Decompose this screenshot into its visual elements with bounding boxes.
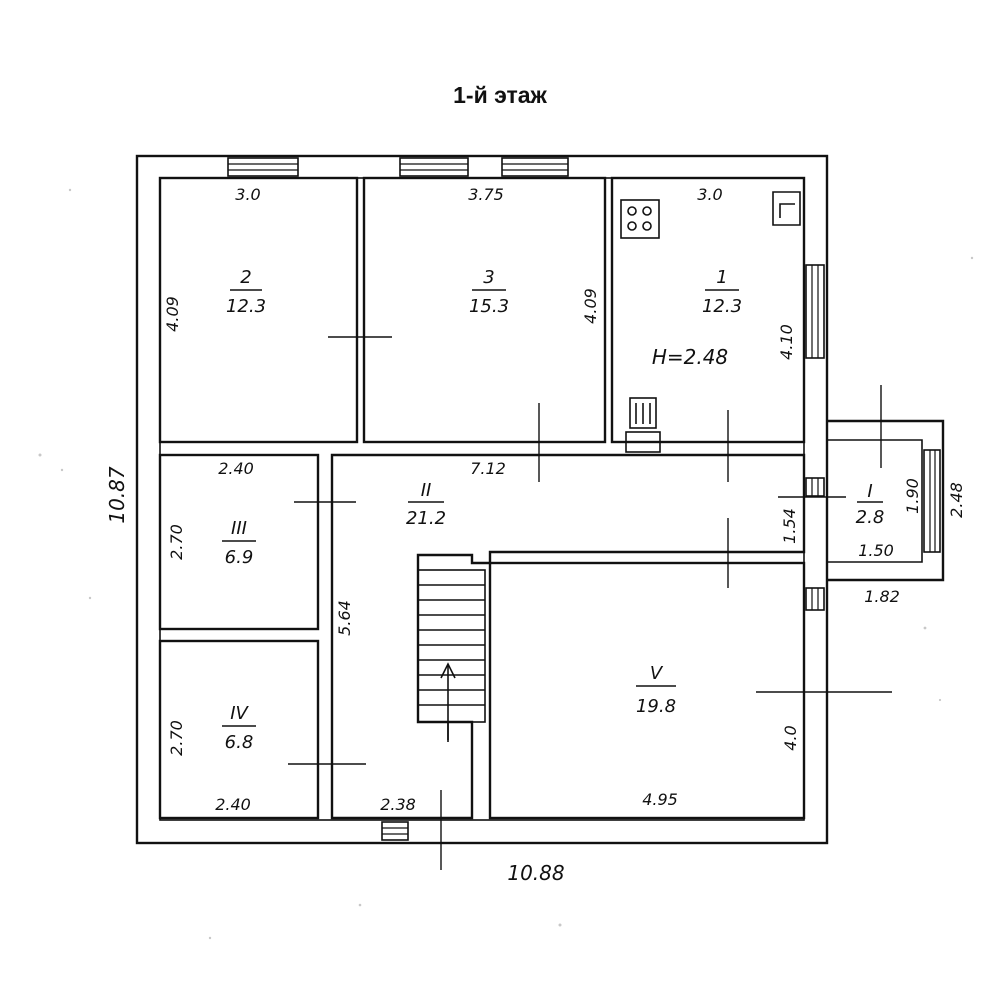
room-II-outline	[330, 453, 806, 820]
dim-roomIII-width: 2.40	[218, 459, 254, 478]
window-porch	[923, 449, 941, 553]
window-top-1	[227, 157, 299, 177]
dim-roomIV-width: 2.40	[215, 795, 251, 814]
room-I-area: 2.8	[856, 507, 885, 528]
room-IV-number: IV	[230, 703, 249, 724]
staircase	[417, 569, 486, 740]
window-right-hall	[805, 477, 825, 497]
dim-hall-depth: 1.54	[780, 508, 799, 544]
room-1-number: 1	[716, 267, 727, 288]
room-2-number: 2	[240, 267, 251, 288]
dim-hall-width: 7.12	[470, 459, 506, 478]
window-right-room-1	[805, 264, 825, 359]
room-3-area: 15.3	[469, 296, 509, 317]
dim-total-width: 10.88	[507, 861, 564, 885]
room-III-outline	[158, 453, 320, 631]
dim-roomV-width: 4.95	[642, 790, 678, 809]
dim-room3-width: 3.75	[468, 185, 504, 204]
room-2-outline	[158, 176, 359, 444]
dim-room1-length: 4.10	[777, 324, 796, 360]
room-2-area: 12.3	[226, 296, 266, 317]
stove-icon	[620, 199, 660, 239]
room-3-outline	[362, 176, 607, 444]
room-V-outline	[488, 561, 806, 820]
room-1-outline	[610, 176, 806, 444]
room-1-area: 12.3	[702, 296, 742, 317]
room-II-number: II	[421, 480, 432, 501]
window-bottom	[381, 821, 409, 841]
room-label-bars	[222, 289, 883, 727]
dim-room2-length: 4.09	[163, 296, 182, 332]
room-3-number: 3	[483, 267, 494, 288]
plan-title: 1-й этаж	[453, 82, 547, 108]
sink-icon	[772, 191, 801, 226]
dim-roomIII-length: 2.70	[167, 524, 186, 560]
boiler-icon	[625, 397, 661, 453]
room-III-area: 6.9	[225, 547, 254, 568]
room-V-area: 19.8	[636, 696, 676, 717]
room-I-number: I	[867, 481, 872, 502]
section-marks	[288, 336, 892, 870]
room-IV-area: 6.8	[225, 732, 254, 753]
window-top-2	[399, 157, 469, 177]
dim-roomIV-length: 2.70	[167, 720, 186, 756]
dim-porch-length: 1.90	[903, 478, 922, 514]
dim-porch-outer-width: 1.82	[864, 587, 900, 606]
room-I-outline	[827, 419, 945, 582]
scan-noise	[38, 188, 974, 940]
dim-hall-bottom: 2.38	[380, 795, 416, 814]
dim-total-height: 10.87	[105, 466, 129, 524]
room-IV-outline	[158, 639, 320, 820]
dim-room2-width: 3.0	[235, 185, 260, 204]
dim-porch-width: 1.50	[858, 541, 894, 560]
dim-room1-width: 3.0	[697, 185, 722, 204]
dim-roomV-length: 4.0	[781, 725, 800, 750]
room-III-number: III	[231, 518, 247, 539]
room-II-area: 21.2	[406, 508, 446, 529]
window-top-3	[501, 157, 569, 177]
ceiling-height: H=2.48	[652, 345, 728, 369]
dim-room3-length: 4.09	[581, 288, 600, 324]
window-right-room-V	[805, 587, 825, 611]
room-V-number: V	[650, 663, 664, 684]
dim-hall-length: 5.64	[335, 600, 354, 636]
dim-porch-outer-length: 2.48	[947, 482, 966, 518]
